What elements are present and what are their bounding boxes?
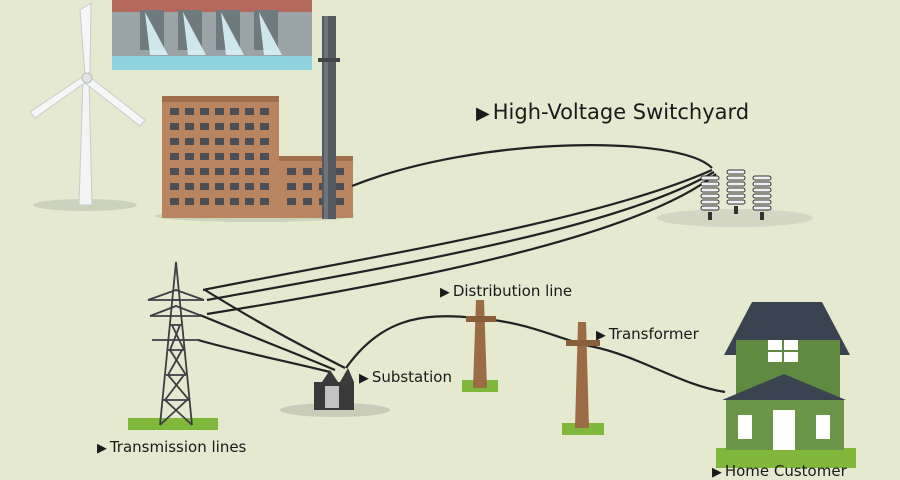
wind-turbine [29,2,146,211]
label-transformer: ▶Transformer [596,325,699,343]
switchyard-equipment [657,169,813,227]
switchyard-text: High-Voltage Switchyard [492,100,750,124]
distribution-line-text: Distribution line [452,282,573,300]
transformer-text: Transformer [608,325,699,343]
distribution-pole [462,300,498,392]
power-plant [155,16,355,222]
hydro-dam [112,0,312,70]
dam-water [112,56,312,70]
label-distribution-line: ▶Distribution line [440,282,572,300]
transmission-lines-text: Transmission lines [109,438,247,456]
label-high-voltage-switchyard: ▶High-Voltage Switchyard [476,100,749,124]
label-home-customer: ▶Home Customer [712,462,847,480]
arrow-icon: ▶ [596,328,606,343]
label-transmission-lines: ▶Transmission lines [97,438,246,456]
home-customer-text: Home Customer [724,462,847,480]
arrow-icon: ▶ [440,285,450,300]
transmission-tower [128,261,218,430]
arrow-icon: ▶ [97,441,107,456]
substation-text: Substation [371,368,452,386]
transformer-pole [562,322,604,435]
home-customer-house [716,302,856,468]
arrow-icon: ▶ [476,103,490,124]
arrow-icon: ▶ [359,371,369,386]
substation-box [280,368,390,417]
label-substation: ▶Substation [359,368,452,386]
power-wires [197,144,726,394]
